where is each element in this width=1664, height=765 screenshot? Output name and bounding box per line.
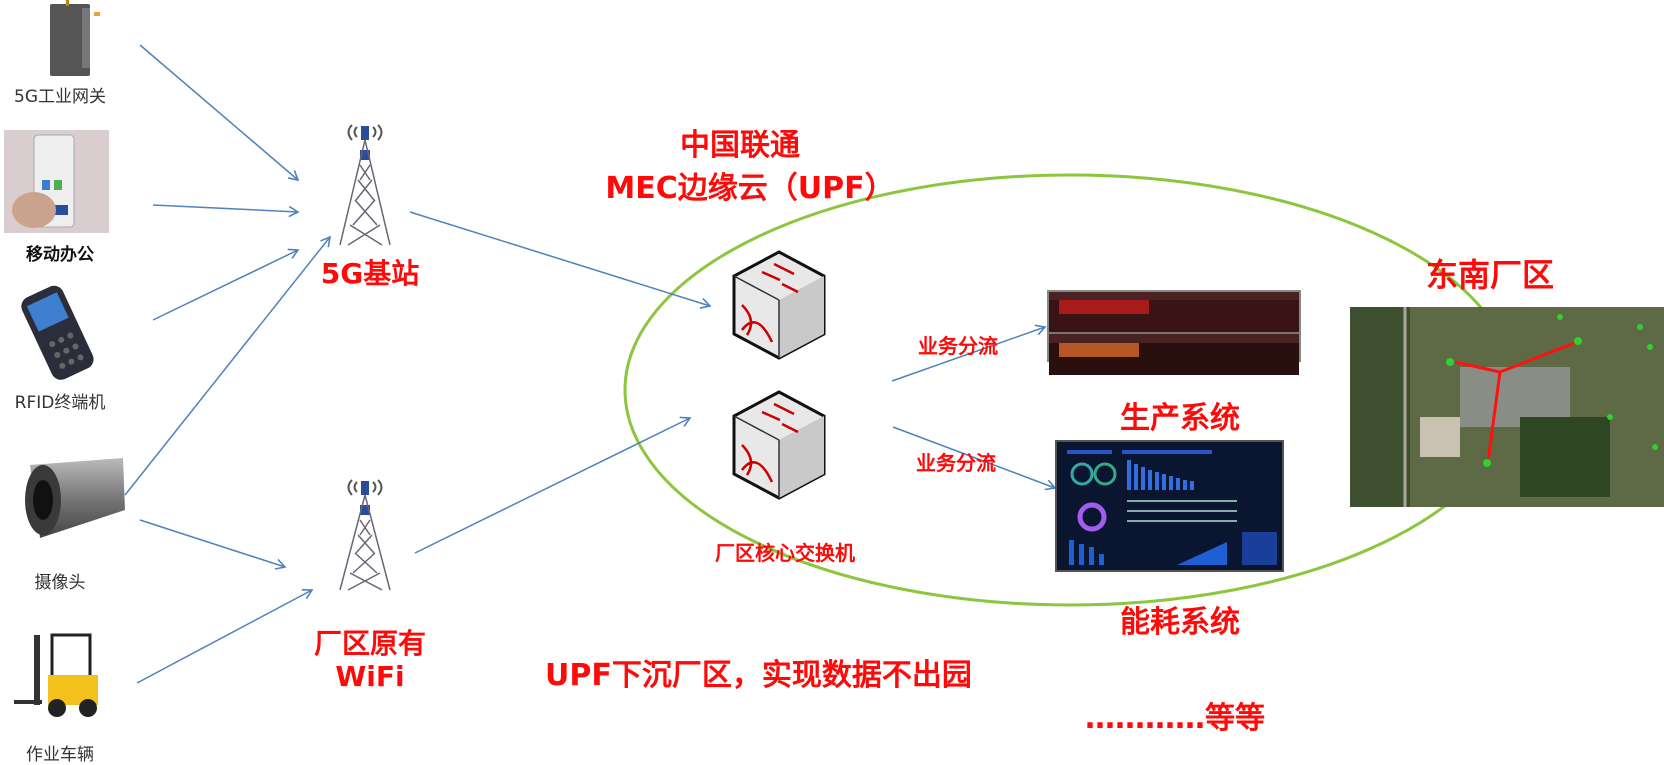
device-label-camera: 摄像头 [34, 573, 86, 593]
site-satellite-map [1350, 307, 1664, 507]
split-label-2: 业务分流 [916, 451, 996, 475]
label-5g-base-station: 5G基站 [320, 257, 420, 290]
arrow-wifi-to-switch [414, 416, 692, 554]
wifi-tower-icon [339, 479, 391, 591]
device-label-rfid: RFID终端机 [14, 393, 106, 413]
arrow-5g-to-switch [409, 211, 712, 309]
tower-wifi [330, 475, 400, 595]
arrow-rfid-to-5g [152, 248, 300, 321]
arrow-mobile-to-5g [152, 204, 300, 218]
core-switch-2 [732, 390, 827, 502]
arrow-forklift-to-wifi [136, 589, 314, 684]
mec-title-line2: MEC边缘云（UPF） [605, 171, 895, 206]
note-upf: UPF下沉厂区，实现数据不出园 [545, 658, 972, 693]
device-rfid [10, 283, 105, 383]
mobile-phone-icon [12, 134, 75, 228]
led-display-image [1047, 290, 1301, 375]
cell-tower-icon [339, 124, 391, 246]
device-label-mobile: 移动办公 [26, 245, 94, 265]
label-production-system: 生产系统 [1120, 401, 1240, 436]
site-title: 东南厂区 [1425, 256, 1554, 294]
tower-5g [330, 120, 400, 250]
label-wifi-line2: WiFi [335, 660, 405, 693]
industrial-gateway-icon [50, 0, 100, 76]
arrow-split-to-dashboard [892, 426, 1057, 491]
core-switch-label: 厂区核心交换机 [715, 541, 855, 565]
switch-icon [732, 390, 826, 500]
device-mobile [4, 130, 109, 233]
device-forklift [12, 630, 102, 720]
forklift-icon [14, 633, 98, 717]
rfid-terminal-icon [21, 285, 94, 380]
arrow-split-to-display [891, 324, 1047, 382]
label-wifi-line1: 厂区原有 [313, 627, 426, 660]
mec-title-line1: 中国联通 [680, 128, 800, 163]
arrow-camera-to-5g [124, 235, 332, 496]
arrow-gateway-to-5g [139, 44, 300, 182]
note-etc: …………等等 [1085, 701, 1265, 736]
device-camera [15, 450, 125, 545]
energy-dashboard-image [1055, 440, 1284, 572]
split-label-1: 业务分流 [918, 334, 998, 358]
device-label-gateway: 5G工业网关 [14, 87, 106, 107]
device-label-forklift: 作业车辆 [26, 745, 94, 765]
label-energy-system: 能耗系统 [1120, 605, 1240, 640]
arrow-camera-to-wifi [139, 519, 287, 570]
camera-icon [25, 458, 125, 538]
switch-icon [732, 250, 826, 360]
core-switch-1 [732, 250, 827, 362]
device-gateway [30, 0, 110, 80]
